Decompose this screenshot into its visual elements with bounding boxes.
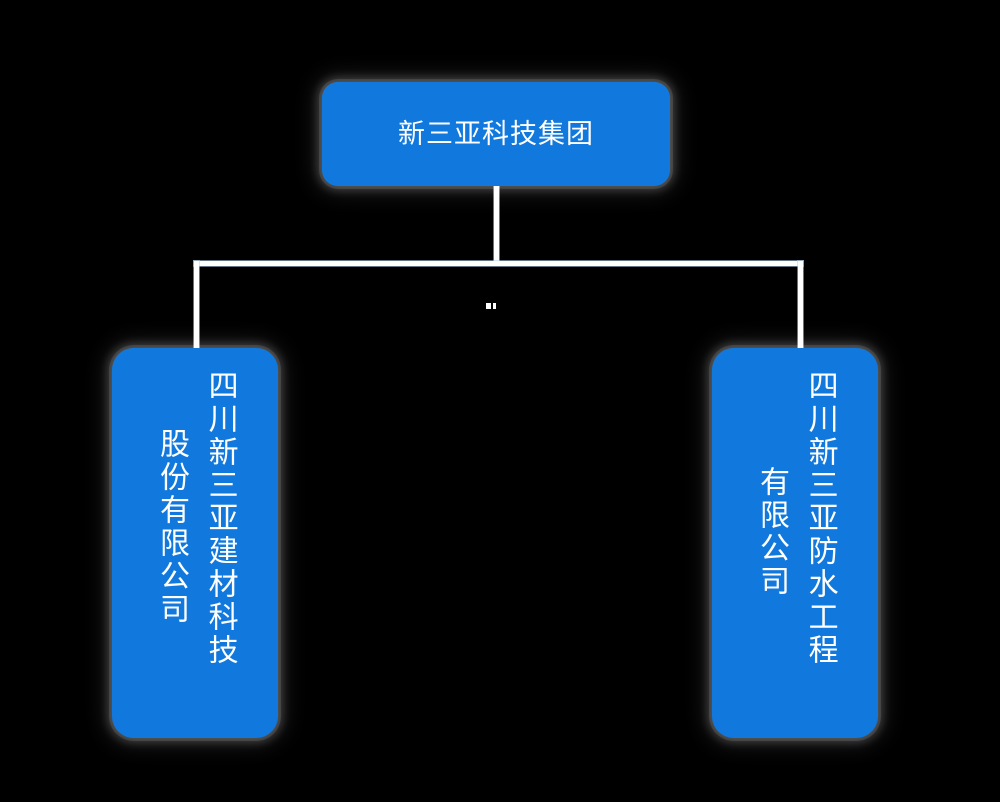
connector-drop-left-child — [194, 261, 199, 352]
org-node-child-left[interactable]: 四川新三亚建材科技 股份有限公司 — [112, 348, 278, 738]
connector-horizontal-bar — [194, 261, 803, 266]
connector-drop-right-child — [798, 261, 803, 352]
org-node-child-left-label-column-1: 四川新三亚建材科技 — [202, 370, 238, 667]
org-node-root[interactable]: 新三亚科技集团 — [322, 82, 670, 186]
org-node-child-left-label-column-2: 股份有限公司 — [154, 428, 189, 626]
org-node-child-right[interactable]: 四川新三亚防水工程 有限公司 — [712, 348, 878, 738]
connector-root-stem — [494, 186, 499, 265]
org-node-child-right-label-column-1: 四川新三亚防水工程 — [802, 370, 838, 667]
center-artifact-mark — [486, 303, 498, 309]
org-node-root-label: 新三亚科技集团 — [398, 118, 594, 150]
org-node-child-right-label-column-2: 有限公司 — [754, 466, 789, 598]
